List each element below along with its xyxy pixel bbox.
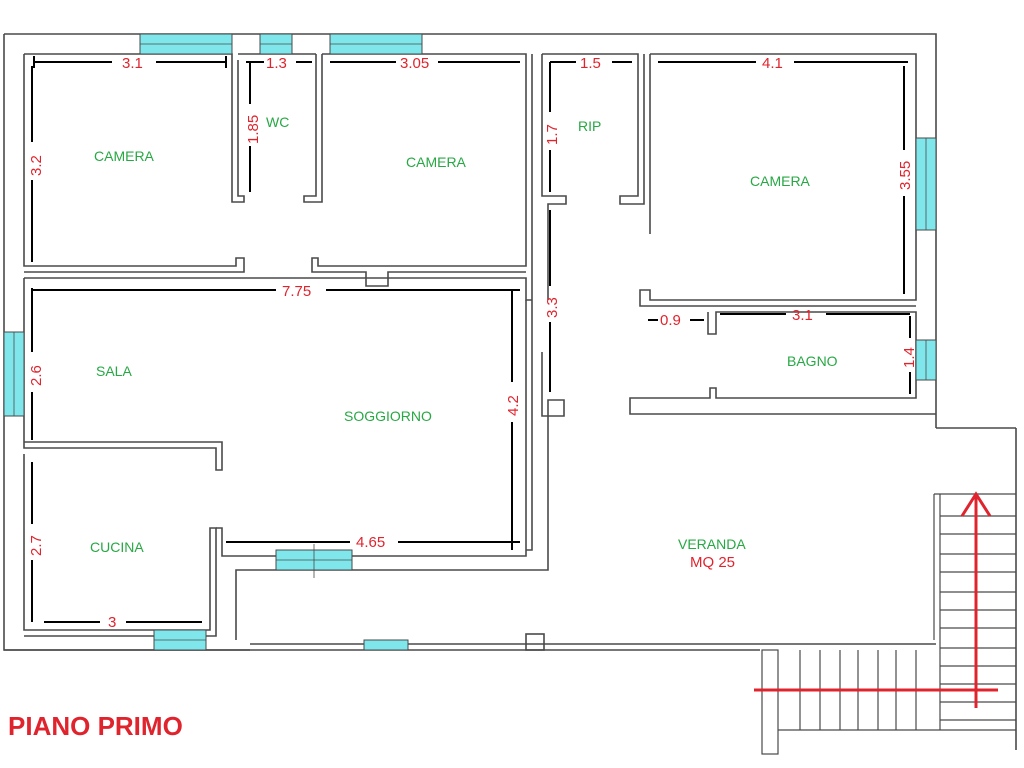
window-sala	[3, 331, 25, 417]
dim-rip-height: 1.7	[544, 124, 561, 145]
dim-corridor-height: 3.3	[544, 297, 561, 318]
dim-soggiorno-height: 4.2	[505, 395, 522, 416]
room-label-rip: RIP	[578, 118, 601, 134]
window-bagno	[915, 339, 937, 381]
dim-bagno-height: 1.4	[901, 347, 918, 368]
room-living-walls	[23, 277, 565, 640]
room-label-wc: WC	[266, 114, 289, 130]
room-camera-3-walls	[639, 53, 917, 307]
dim-wc-width: 1.3	[266, 55, 287, 72]
dim-cucina-width: 3	[108, 614, 116, 631]
dim-camera-1-width: 3.1	[122, 55, 143, 72]
dim-bagno-width: 3.1	[792, 307, 813, 324]
dim-soggiorno-width: 4.65	[356, 534, 385, 551]
dim-sala-height: 2.6	[28, 365, 45, 386]
dim-camera-2-width: 3.05	[400, 55, 429, 72]
dim-camera-3-height: 3.55	[897, 161, 914, 190]
room-camera-2-walls	[311, 53, 533, 300]
dim-camera-3-width: 4.1	[762, 55, 783, 72]
window-veranda	[363, 639, 409, 651]
room-rip-walls	[541, 53, 645, 300]
window-camera-1	[139, 33, 233, 55]
room-bagno-walls	[629, 311, 936, 415]
outer-walls	[3, 33, 1017, 750]
room-label-cucina: CUCINA	[90, 539, 144, 555]
dim-living-width: 7.75	[282, 283, 311, 300]
room-label-veranda: VERANDA	[678, 536, 746, 552]
dim-wc-height: 1.85	[245, 115, 262, 144]
staircase	[761, 493, 1016, 755]
room-label-soggiorno: SOGGIORNO	[344, 408, 432, 424]
window-camera-3	[915, 137, 937, 231]
stair-direction-arrow	[754, 491, 998, 708]
dim-cucina-height: 2.7	[28, 535, 45, 556]
window-cucina	[153, 629, 207, 651]
veranda-pillar	[525, 633, 545, 651]
windows	[3, 33, 937, 651]
window-camera-2	[329, 33, 423, 55]
dim-bagno-small-width: 0.9	[660, 312, 681, 329]
plan-title: PIANO PRIMO	[8, 711, 183, 741]
room-label-camera-1: CAMERA	[94, 148, 155, 164]
dim-camera-1-height: 3.2	[28, 155, 45, 176]
window-wc	[259, 33, 293, 55]
room-label-sala: SALA	[96, 363, 132, 379]
dimension-lines	[31, 56, 911, 623]
dim-rip-width: 1.5	[580, 55, 601, 72]
room-label-bagno: BAGNO	[787, 353, 838, 369]
room-label-camera-3: CAMERA	[750, 173, 811, 189]
veranda-area-label: MQ 25	[690, 554, 735, 571]
window-soggiorno	[275, 544, 353, 578]
room-label-camera-2: CAMERA	[406, 154, 467, 170]
room-cucina-walls	[23, 454, 217, 637]
